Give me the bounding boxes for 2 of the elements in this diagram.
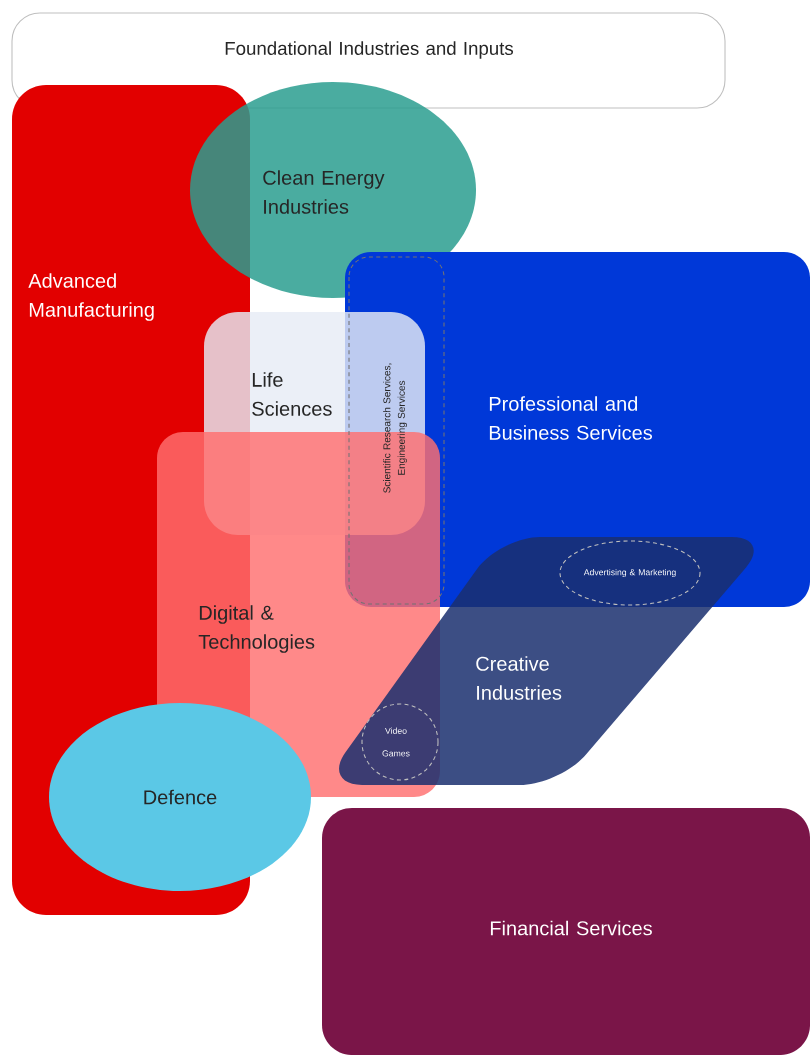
- sub-sector-box: Scientific Research Services, Engineering Services: [348, 256, 445, 605]
- sector-box: Financial Services: [322, 808, 810, 1055]
